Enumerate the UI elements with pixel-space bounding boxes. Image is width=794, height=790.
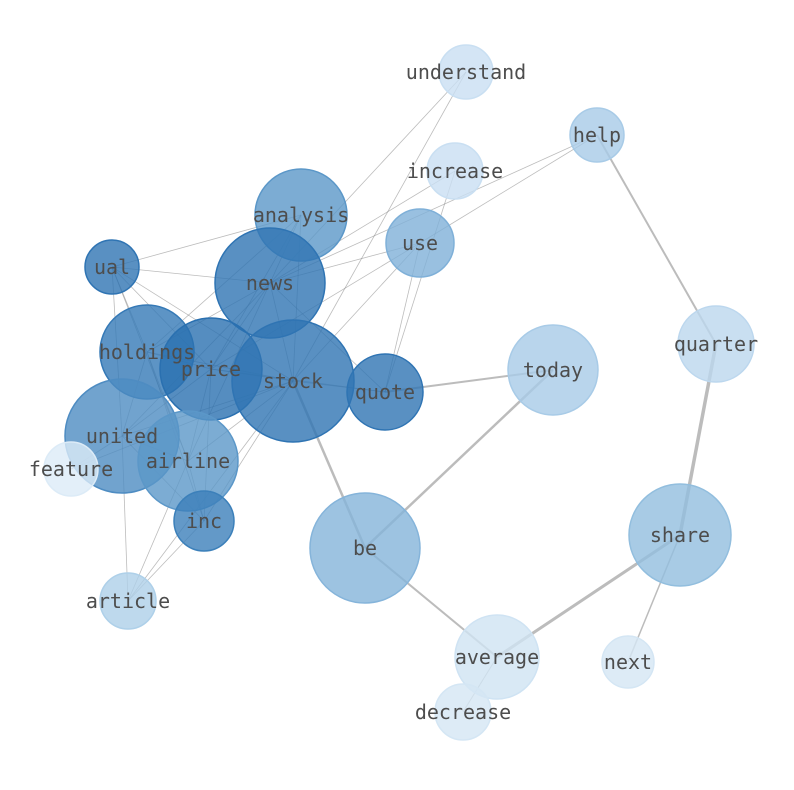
edge-help-quarter [596,134,717,345]
node-be [309,492,421,604]
node-share [628,483,732,587]
node-use [385,208,455,278]
node-today [507,324,599,416]
node-decrease [434,683,492,741]
node-next [601,635,655,689]
node-feature [43,441,99,497]
node-understand [438,44,494,100]
node-average [454,614,540,700]
node-inc [173,490,235,552]
nodes-layer [43,44,755,741]
edge-help-news [269,134,598,284]
node-quote [346,353,424,431]
node-increase [426,142,484,200]
node-stock [231,319,355,443]
node-article [99,572,157,630]
node-ual [84,239,140,295]
node-help [569,107,625,163]
node-quarter [677,305,755,383]
